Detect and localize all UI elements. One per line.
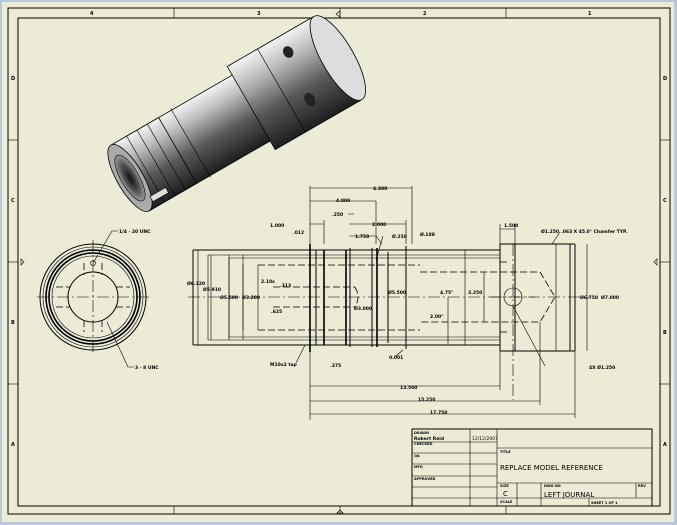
rev-label: REV — [638, 484, 646, 488]
drawn-by: Robert Reid — [414, 436, 444, 442]
dim-012: .012 — [293, 230, 304, 236]
thread-callout-bottom: 3 - 8 UNC — [135, 365, 159, 371]
dim-250: .250 — [332, 212, 343, 218]
isometric-view — [107, 15, 366, 212]
checked-label: CHECKED — [414, 442, 433, 446]
dim-13-500: 13.500 — [400, 385, 417, 391]
qa-label: QA — [414, 454, 420, 458]
dim-dia-7-000: Ø7.000 — [601, 294, 619, 301]
dim-1-500: 1.500 — [504, 223, 518, 229]
drawing-title: REPLACE MODEL REFERENCE — [500, 464, 603, 472]
dim-dia-6-750: Ø6.750 — [580, 294, 598, 301]
dim-holes: 4X Ø1.250 — [589, 364, 615, 371]
title-label: TITLE — [500, 450, 511, 454]
sheet-number: SHEET 1 OF 1 — [591, 501, 618, 505]
dim-tap: M10x2 tap — [270, 362, 298, 368]
zone-col-3: 3 — [257, 11, 261, 17]
side-view: 4.300 4.000 1.000 .250 2.000 1.750 .012 … — [187, 186, 627, 420]
scale-label: SCALE — [500, 500, 513, 504]
title-block: DRAWN Robert Reid 12/12/2007 CHECKED QA … — [411, 428, 653, 507]
dwg-no-value: LEFT JOURNAL — [544, 491, 594, 499]
dim-15-250: 15.250 — [418, 397, 435, 403]
dim-dia-250: Ø.250 — [392, 233, 407, 240]
zone-col-2: 2 — [423, 11, 427, 17]
zone-row-a-right: A — [663, 442, 667, 448]
mfg-label: MFG — [414, 465, 423, 469]
outer-frame — [7, 7, 671, 515]
dim-4-300: 4.300 — [373, 186, 387, 192]
dim-313: .313 — [280, 283, 291, 289]
zone-row-b-right: B — [663, 330, 667, 336]
zone-row-b: B — [11, 320, 15, 326]
dim-4-000: 4.000 — [336, 198, 350, 204]
dim-17-750: 17.750 — [430, 410, 447, 416]
dim-dia-188: Ø.188 — [420, 231, 435, 238]
end-view: 1/4 - 20 UNC 3 - 8 UNC — [37, 229, 159, 371]
dwg-no-label: DWG NO — [544, 484, 561, 488]
thread-callout-top: 1/4 - 20 UNC — [119, 229, 151, 235]
dim-dia-6-320: Ø6.320 — [187, 280, 205, 287]
zone-row-c-right: C — [663, 198, 667, 204]
chamfer-note: .063 X 45.0° Chamfer TYP. — [561, 229, 627, 235]
dim-dia-5-910: Ø5.910 — [203, 286, 221, 293]
dim-1-750: 1.750 — [355, 234, 369, 240]
dim-dia-5-500a: Ø5.500 — [220, 294, 238, 301]
dim-375: .375 — [330, 363, 341, 369]
size-label: SIZE — [500, 484, 509, 488]
dim-dia-3-000: Ø3.000 — [354, 305, 372, 312]
drawn-label: DRAWN — [414, 431, 429, 435]
dim-4-75: 4.75" — [440, 290, 453, 296]
approved-label: APPROVED — [414, 477, 436, 481]
dim-2-000: 2.000 — [372, 222, 386, 228]
dim-3-250: 3.250 — [468, 290, 482, 296]
zone-col-4: 4 — [90, 11, 94, 17]
zone-row-c: C — [11, 198, 15, 204]
dim-2-00: 2.00" — [430, 314, 443, 320]
centering-marks — [20, 10, 658, 514]
zone-row-d-right: D — [663, 76, 667, 82]
dim-625: .625 — [271, 309, 282, 315]
dim-dia-5-500b: Ø5.500 — [388, 289, 406, 296]
zone-row-d: D — [11, 76, 15, 82]
dim-1-000: 1.000 — [270, 223, 284, 229]
zone-col-1: 1 — [588, 11, 592, 17]
size-value: C — [503, 490, 508, 498]
dim-dia-3-200: Ø3.200 — [242, 294, 260, 301]
dim-0-001: 0.001 — [389, 355, 403, 361]
dim-dia-1-250: Ø1.250 — [541, 228, 559, 235]
zone-row-a: A — [11, 442, 15, 448]
drawn-date: 12/12/2007 — [472, 436, 498, 442]
dim-2-10: 2.10s — [261, 279, 275, 285]
